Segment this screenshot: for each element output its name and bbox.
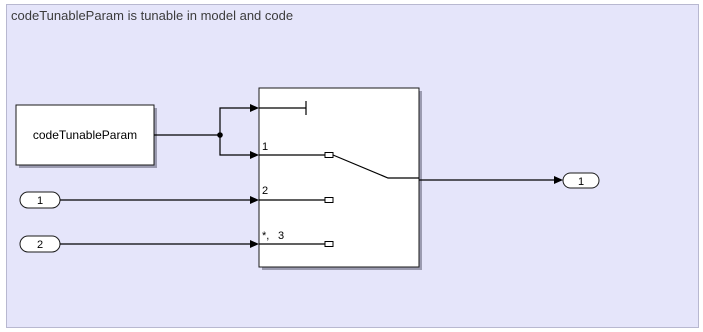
signal-output[interactable] [419, 176, 563, 184]
signal-inport-2[interactable] [60, 240, 259, 248]
arrowhead-outport [554, 176, 563, 184]
arrowhead-port-3 [250, 240, 259, 248]
arrowhead-port-2 [250, 196, 259, 204]
outport-1-block[interactable]: 1 [562, 172, 600, 189]
switch-port-2-label: 2 [262, 185, 268, 197]
signal-constant[interactable] [154, 104, 259, 159]
inport-1-label: 1 [37, 195, 43, 207]
switch-lever [332, 154, 419, 179]
outport-1-label: 1 [578, 176, 584, 188]
inport-2-label: 2 [37, 239, 43, 251]
switch-port-3-label: 3 [278, 230, 284, 242]
arrowhead-port-1 [250, 151, 259, 159]
data-port-2-terminal [324, 197, 334, 203]
signal-inport-1[interactable] [60, 196, 259, 204]
area-title: codeTunableParam is tunable in model and… [11, 8, 294, 23]
arrowhead-control [250, 104, 259, 112]
switch-block[interactable]: 1 2 *, 3 [258, 87, 422, 270]
data-port-3-terminal [324, 241, 334, 247]
constant-block[interactable]: codeTunableParam [15, 104, 157, 168]
constant-block-label: codeTunableParam [33, 128, 137, 142]
inport-1-block[interactable]: 1 [19, 191, 61, 209]
data-port-1-terminal [324, 152, 334, 158]
inport-2-block[interactable]: 2 [19, 235, 61, 253]
switch-port-1-label: 1 [262, 141, 268, 153]
switch-default-marker: *, [262, 230, 269, 242]
